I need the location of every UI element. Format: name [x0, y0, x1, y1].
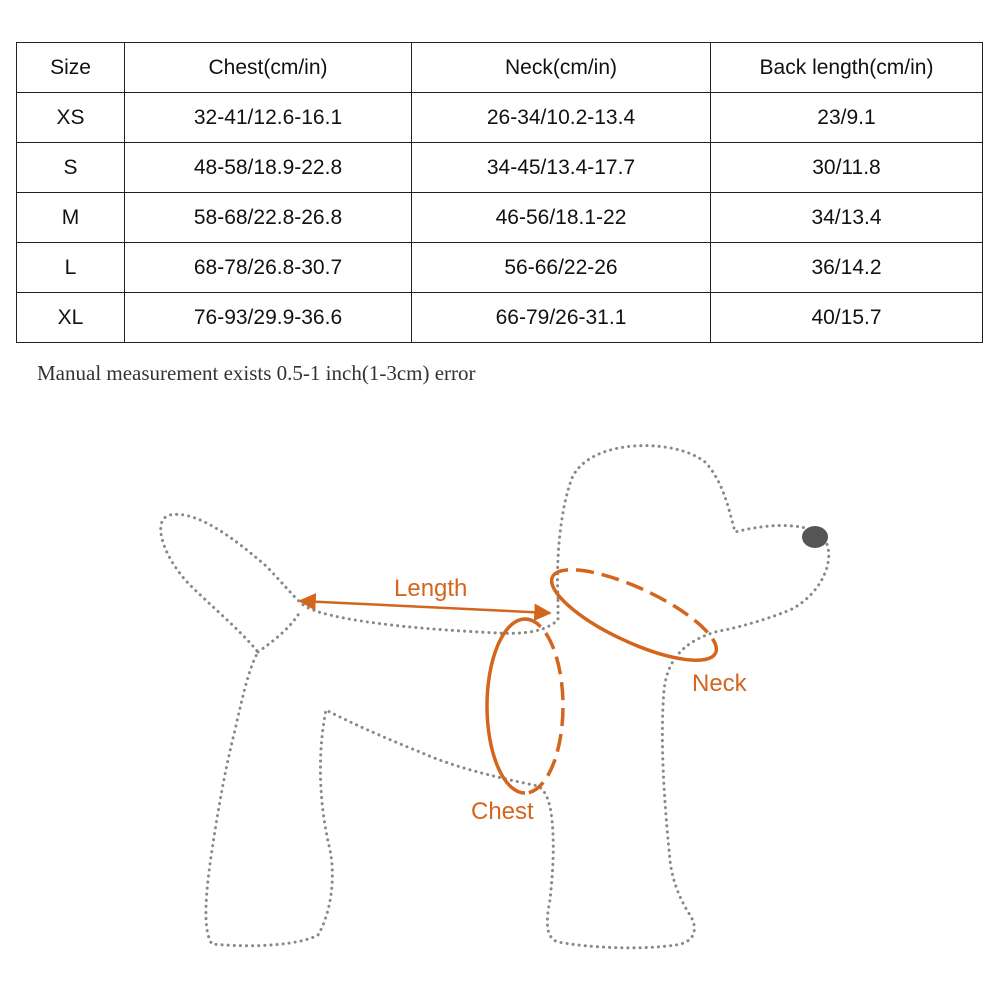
table-header-row: Size Chest(cm/in) Neck(cm/in) Back lengt…: [16, 42, 983, 93]
dog-outline: [159, 444, 831, 950]
neck-label: Neck: [692, 670, 748, 697]
length-label: Length: [394, 575, 467, 602]
header-size: Size: [16, 42, 125, 93]
cell-size: XS: [16, 92, 125, 143]
header-chest: Chest(cm/in): [124, 42, 412, 93]
cell-neck: 26-34/10.2-13.4: [411, 92, 711, 143]
measurement-note: Manual measurement exists 0.5-1 inch(1-3…: [37, 361, 476, 385]
cell-back-length: 40/15.7: [710, 292, 983, 343]
cell-neck: 34-45/13.4-17.7: [411, 142, 711, 193]
size-chart-table: Size Chest(cm/in) Neck(cm/in) Back lengt…: [16, 42, 983, 343]
table-row: L 68-78/26.8-30.7 56-66/22-26 36/14.2: [16, 242, 983, 293]
cell-neck: 56-66/22-26: [411, 242, 711, 293]
cell-back-length: 23/9.1: [710, 92, 983, 143]
cell-chest: 32-41/12.6-16.1: [124, 92, 412, 143]
dog-measurement-diagram: Length Neck Chest: [159, 444, 831, 950]
cell-size: L: [16, 242, 125, 293]
cell-back-length: 36/14.2: [710, 242, 983, 293]
cell-size: XL: [16, 292, 125, 343]
cell-neck: 46-56/18.1-22: [411, 192, 711, 243]
length-arrow: [298, 593, 552, 621]
cell-chest: 58-68/22.8-26.8: [124, 192, 412, 243]
neck-measure-ring: [549, 568, 719, 662]
chest-label: Chest: [471, 798, 534, 825]
cell-back-length: 34/13.4: [710, 192, 983, 243]
table-row: S 48-58/18.9-22.8 34-45/13.4-17.7 30/11.…: [16, 142, 983, 193]
header-neck: Neck(cm/in): [411, 42, 711, 93]
header-back-length: Back length(cm/in): [710, 42, 983, 93]
cell-neck: 66-79/26-31.1: [411, 292, 711, 343]
cell-back-length: 30/11.8: [710, 142, 983, 193]
table-row: M 58-68/22.8-26.8 46-56/18.1-22 34/13.4: [16, 192, 983, 243]
table-row: XL 76-93/29.9-36.6 66-79/26-31.1 40/15.7: [16, 292, 983, 343]
chest-measure-ring: [485, 617, 565, 795]
table-row: XS 32-41/12.6-16.1 26-34/10.2-13.4 23/9.…: [16, 92, 983, 143]
cell-size: S: [16, 142, 125, 193]
dog-nose: [802, 526, 828, 548]
cell-size: M: [16, 192, 125, 243]
cell-chest: 68-78/26.8-30.7: [124, 242, 412, 293]
cell-chest: 48-58/18.9-22.8: [124, 142, 412, 193]
cell-chest: 76-93/29.9-36.6: [124, 292, 412, 343]
